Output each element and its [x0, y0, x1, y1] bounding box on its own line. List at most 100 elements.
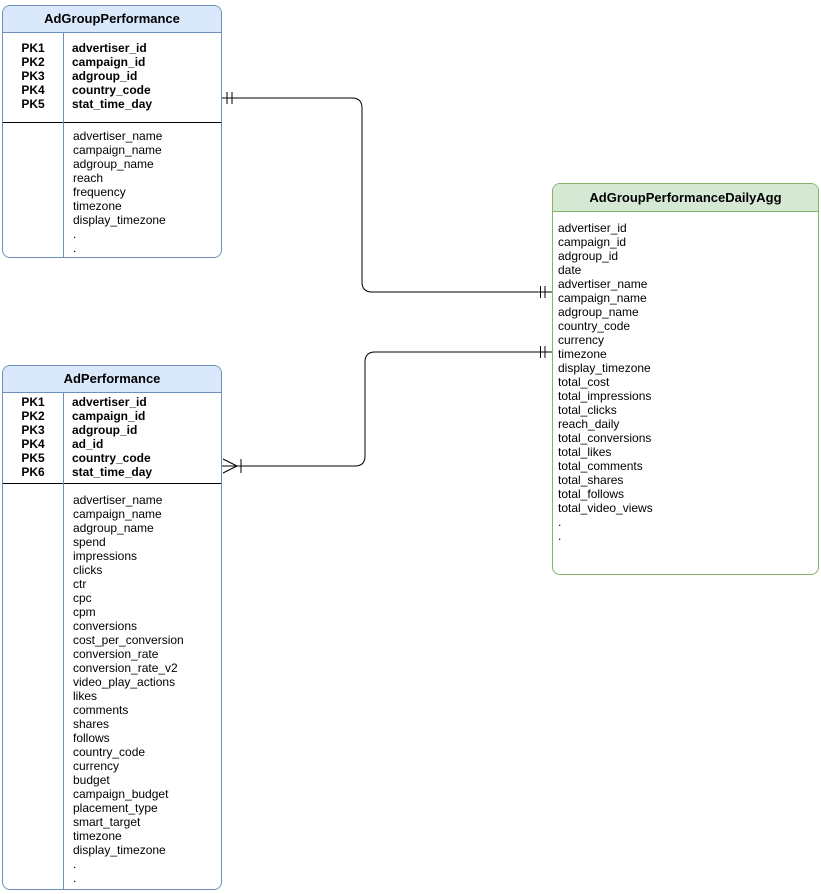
entity-title: AdGroupPerformanceDailyAgg: [553, 184, 818, 212]
field-row: advertiser_name: [558, 277, 648, 291]
relationship-adgroupperformance-to-dailyagg: [222, 92, 552, 298]
field-row: total_impressions: [558, 389, 652, 403]
field-row: conversion_rate_v2: [73, 661, 178, 675]
field-row: reach: [73, 171, 104, 185]
field-row: clicks: [73, 563, 103, 577]
pk-row: PK5 country_code: [3, 451, 221, 465]
field-row: ctr: [73, 577, 87, 591]
pk-field-name: advertiser_id: [72, 41, 147, 55]
field-row: adgroup_name: [73, 521, 154, 535]
entity-adgroupperformancedailyagg[interactable]: AdGroupPerformanceDailyAgg advertiser_id…: [552, 183, 819, 575]
field-row: comments: [73, 703, 129, 717]
field-row: conversions: [73, 619, 138, 633]
cardinality-one-marker-end: [540, 286, 546, 298]
pk-field-name: adgroup_id: [72, 69, 138, 83]
field-row: date: [558, 263, 582, 277]
entity-title: AdPerformance: [3, 366, 221, 393]
field-row: .: [73, 857, 77, 871]
pk-label: PK1: [21, 41, 45, 55]
field-row: display_timezone: [73, 213, 166, 227]
pk-label: PK5: [21, 451, 45, 465]
field-row: timezone: [73, 199, 122, 213]
field-row: advertiser_name: [73, 493, 163, 507]
field-row: cost_per_conversion: [73, 633, 184, 647]
pk-label: PK2: [21, 409, 45, 423]
field-section: advertiser_name campaign_name adgroup_na…: [3, 484, 221, 885]
pk-label: PK1: [21, 395, 45, 409]
field-row: total_video_views: [558, 501, 653, 515]
field-row: frequency: [73, 185, 126, 199]
field-row: adgroup_name: [73, 157, 154, 171]
field-row: total_clicks: [558, 403, 617, 417]
crow-foot-many-marker-start: [222, 458, 242, 474]
field-row: placement_type: [73, 801, 158, 815]
field-row: total_likes: [558, 445, 612, 459]
field-row: cpc: [73, 591, 92, 605]
field-row: budget: [73, 773, 110, 787]
entity-title: AdGroupPerformance: [3, 6, 221, 33]
field-row: campaign_name: [73, 507, 162, 521]
primary-key-section: PK1 advertiser_id PK2 campaign_id PK3 ad…: [3, 33, 221, 123]
pk-label: PK3: [21, 69, 45, 83]
field-row: reach_daily: [558, 417, 620, 431]
pk-row: PK4 ad_id: [3, 437, 221, 451]
field-row: country_code: [73, 745, 146, 759]
field-row: campaign_id: [558, 235, 627, 249]
field-row: timezone: [558, 347, 607, 361]
field-row: video_play_actions: [73, 675, 176, 689]
field-row: display_timezone: [558, 361, 651, 375]
field-row: advertiser_id: [558, 221, 627, 235]
entity-adperformance[interactable]: AdPerformance PK1 advertiser_id PK2 camp…: [2, 365, 222, 890]
field-section: advertiser_id campaign_id adgroup_id dat…: [553, 212, 818, 543]
field-row: .: [558, 529, 562, 543]
pk-row: PK2 campaign_id: [3, 55, 221, 69]
pk-field-name: adgroup_id: [72, 423, 138, 437]
pk-field-name: campaign_id: [72, 409, 146, 423]
field-row: display_timezone: [73, 843, 166, 857]
field-row: smart_target: [73, 815, 141, 829]
pk-row: PK3 adgroup_id: [3, 69, 221, 83]
pk-label: PK5: [21, 97, 45, 111]
pk-row: PK4 country_code: [3, 83, 221, 97]
field-row: total_shares: [558, 473, 624, 487]
pk-row: PK5 stat_time_day: [3, 97, 221, 111]
pk-field-name: advertiser_id: [72, 395, 147, 409]
field-row: total_conversions: [558, 431, 652, 445]
field-section: advertiser_name campaign_name adgroup_na…: [3, 123, 221, 255]
field-row: country_code: [558, 319, 631, 333]
primary-key-section: PK1 advertiser_id PK2 campaign_id PK3 ad…: [3, 393, 221, 484]
field-row: .: [73, 871, 77, 885]
edge-line: [222, 97, 552, 293]
field-row: currency: [558, 333, 605, 347]
pk-row: PK3 adgroup_id: [3, 423, 221, 437]
pk-label: PK4: [21, 83, 45, 97]
field-row: currency: [73, 759, 120, 773]
cardinality-one-marker-start: [226, 92, 233, 104]
field-row: likes: [73, 689, 98, 703]
field-row: .: [558, 515, 562, 529]
field-row: campaign_name: [558, 291, 647, 305]
field-row: .: [73, 227, 77, 241]
pk-row: PK1 advertiser_id: [3, 395, 221, 409]
pk-row: PK2 campaign_id: [3, 409, 221, 423]
field-row: campaign_name: [73, 143, 162, 157]
entity-adgroupperformance[interactable]: AdGroupPerformance PK1 advertiser_id PK2…: [2, 5, 222, 258]
pk-field-name: campaign_id: [72, 55, 146, 69]
field-row: advertiser_name: [73, 129, 163, 143]
pk-column-divider: [63, 33, 64, 257]
pk-label: PK6: [21, 465, 45, 479]
field-row: adgroup_name: [558, 305, 639, 319]
field-row: conversion_rate: [73, 647, 159, 661]
pk-label: PK2: [21, 55, 45, 69]
field-row: total_comments: [558, 459, 643, 473]
cardinality-one-marker-end: [540, 346, 546, 358]
field-row: adgroup_id: [558, 249, 619, 263]
field-row: follows: [73, 731, 110, 745]
field-row: total_follows: [558, 487, 625, 501]
field-row: impressions: [73, 549, 138, 563]
field-row: timezone: [73, 829, 122, 843]
pk-label: PK3: [21, 423, 45, 437]
pk-label: PK4: [21, 437, 45, 451]
field-row: campaign_budget: [73, 787, 169, 801]
